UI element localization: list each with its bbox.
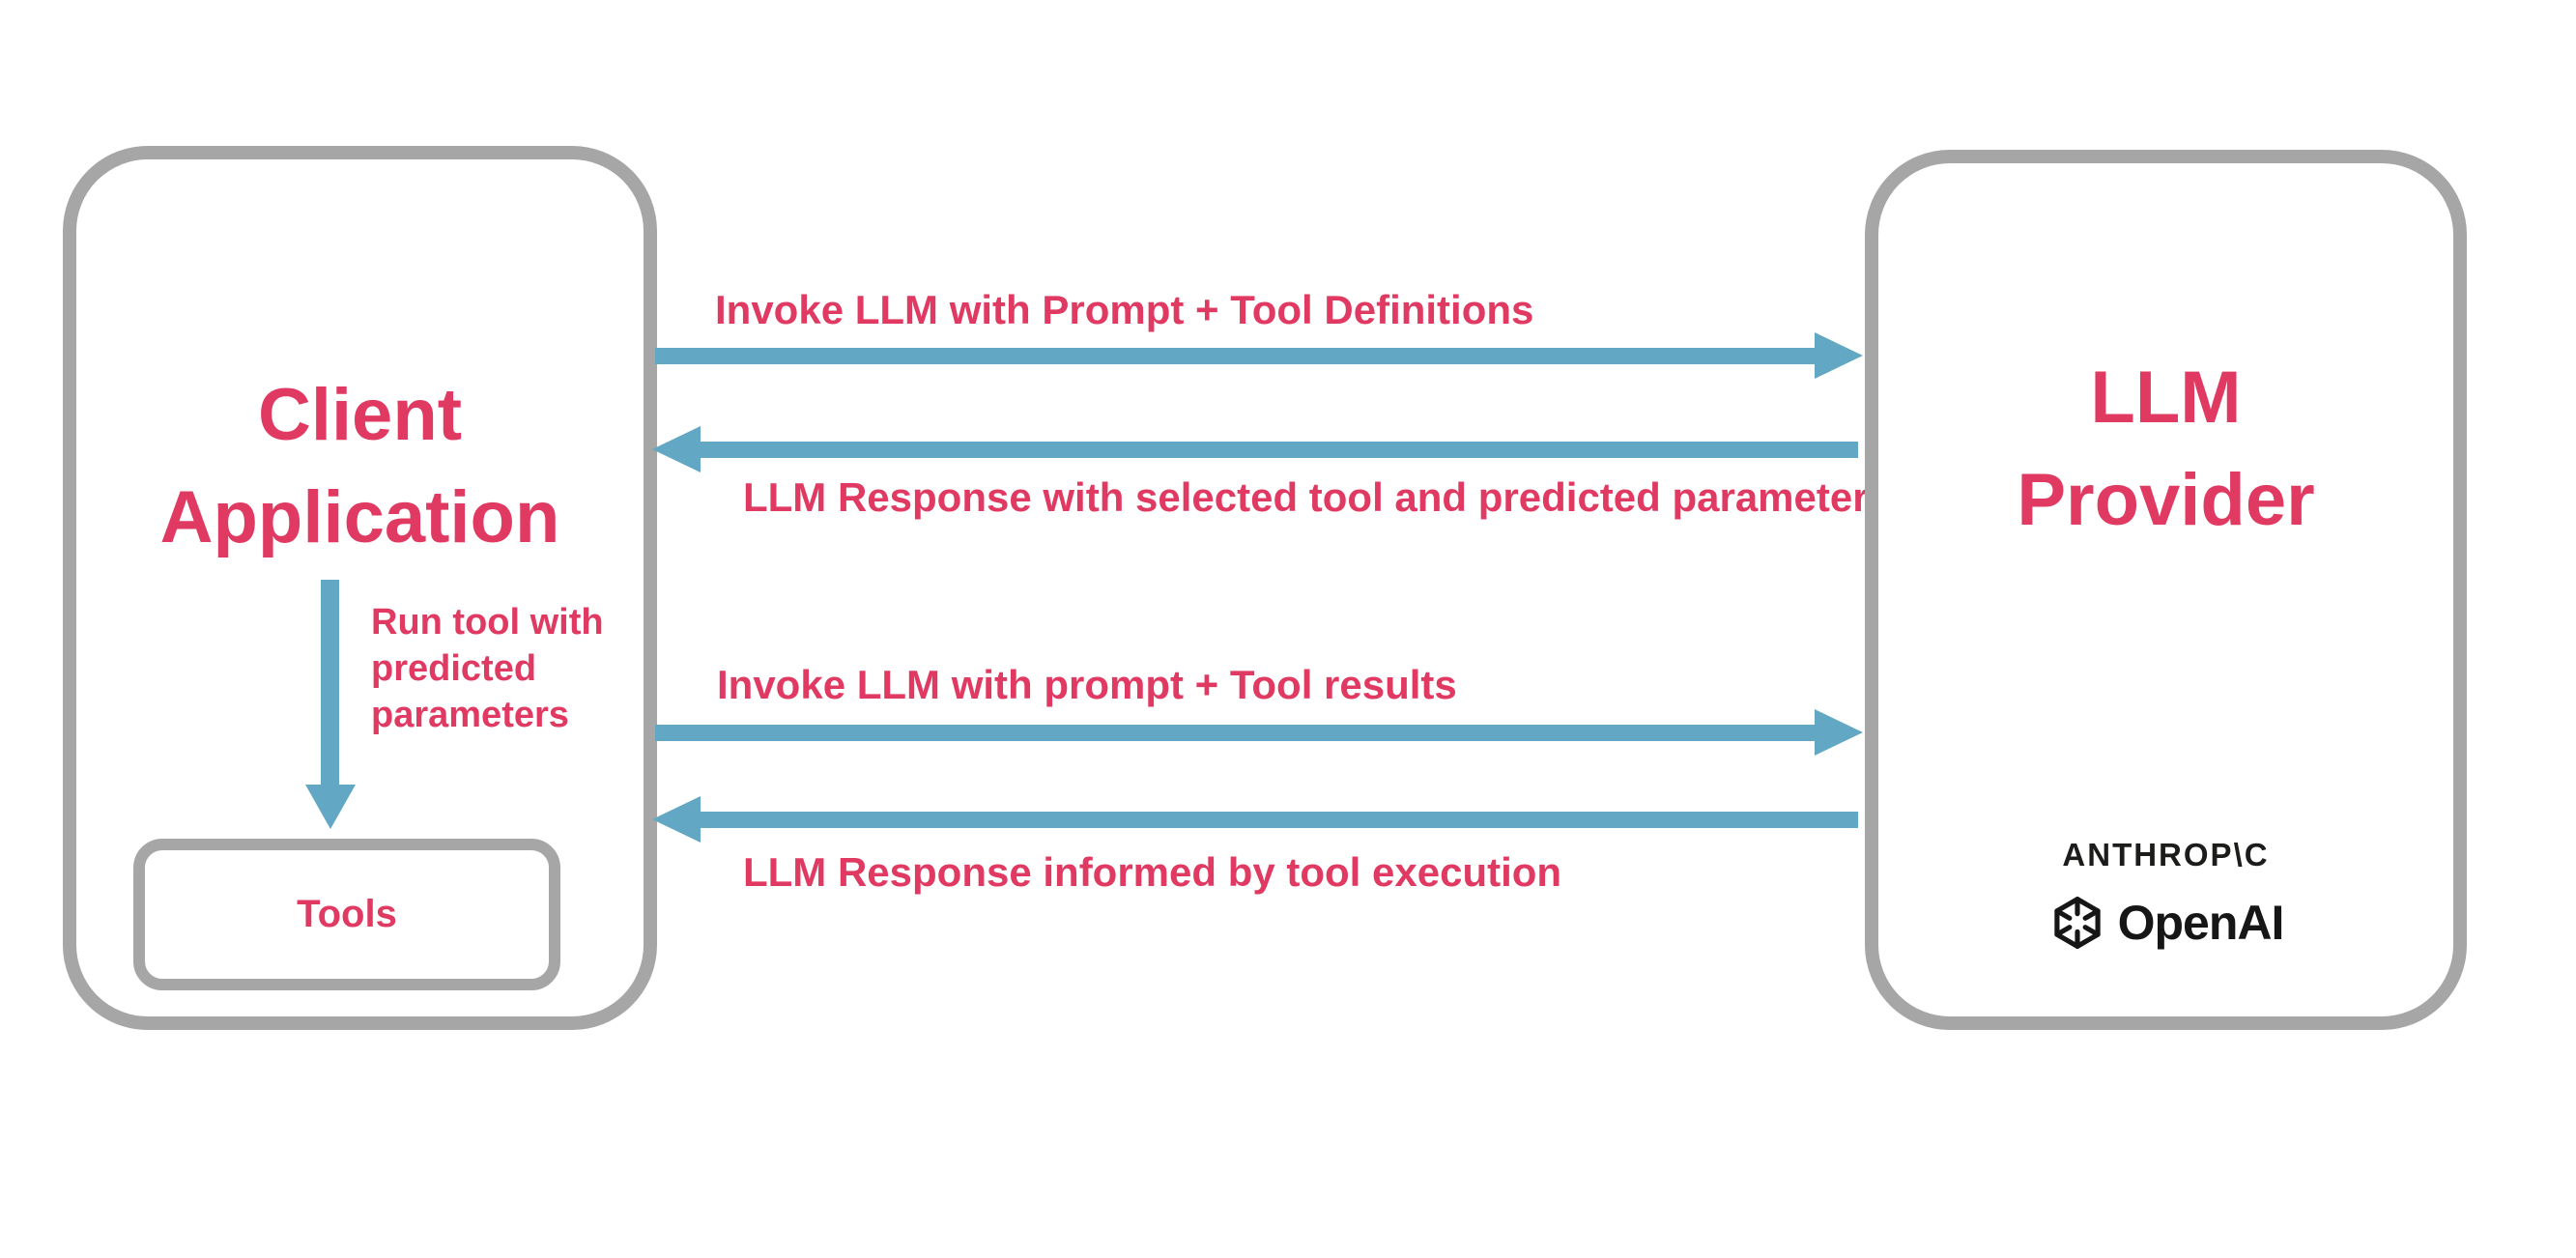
arrow-right-invoke-definitions <box>655 332 1863 379</box>
provider-title-line1: LLM <box>2090 357 2242 439</box>
arrow-shaft <box>655 347 1815 364</box>
openai-flower-icon <box>2053 897 2101 949</box>
arrow-right-icon <box>1815 332 1863 379</box>
tools-label: Tools <box>297 893 397 935</box>
client-application-box: Client Application Run tool with predict… <box>63 146 657 1030</box>
arrow-shaft <box>655 724 1815 741</box>
arrow-right-invoke-tool-results <box>655 709 1863 756</box>
run-tool-label: Run tool with predicted parameters <box>371 602 604 735</box>
client-title-line1: Client <box>257 374 463 456</box>
llm-provider-box: LLM Provider ANTHROP\C OpenAI <box>1865 150 2467 1030</box>
openai-wordmark: OpenAI <box>2117 896 2285 950</box>
client-box-title: Client Application <box>76 364 644 569</box>
tools-box: Tools <box>133 839 560 990</box>
arrow-left-icon <box>652 426 701 472</box>
arrow-left-response-tool-execution <box>652 796 1858 843</box>
flow-label-invoke-tool-results: Invoke LLM with prompt + Tool results <box>717 662 1457 707</box>
openai-logo: OpenAI <box>1878 894 2453 952</box>
arrow-shaft <box>701 441 1858 458</box>
down-arrow-icon <box>305 785 356 829</box>
arrow-shaft <box>701 811 1858 828</box>
down-arrow-shaft <box>321 580 339 785</box>
flow-label-invoke-definitions: Invoke LLM with Prompt + Tool Definition… <box>715 287 1534 332</box>
arrow-left-icon <box>652 796 701 843</box>
client-title-line2: Application <box>159 476 560 558</box>
anthropic-logo: ANTHROP\C <box>2062 837 2270 872</box>
arrow-right-icon <box>1815 709 1863 756</box>
provider-title-line2: Provider <box>2017 459 2315 541</box>
arrow-left-response-selected-tool <box>652 426 1858 472</box>
flow-label-response-selected-tool: LLM Response with selected tool and pred… <box>743 474 1891 520</box>
provider-box-title: LLM Provider <box>1878 347 2453 552</box>
flow-label-response-tool-execution: LLM Response informed by tool execution <box>743 849 1562 895</box>
